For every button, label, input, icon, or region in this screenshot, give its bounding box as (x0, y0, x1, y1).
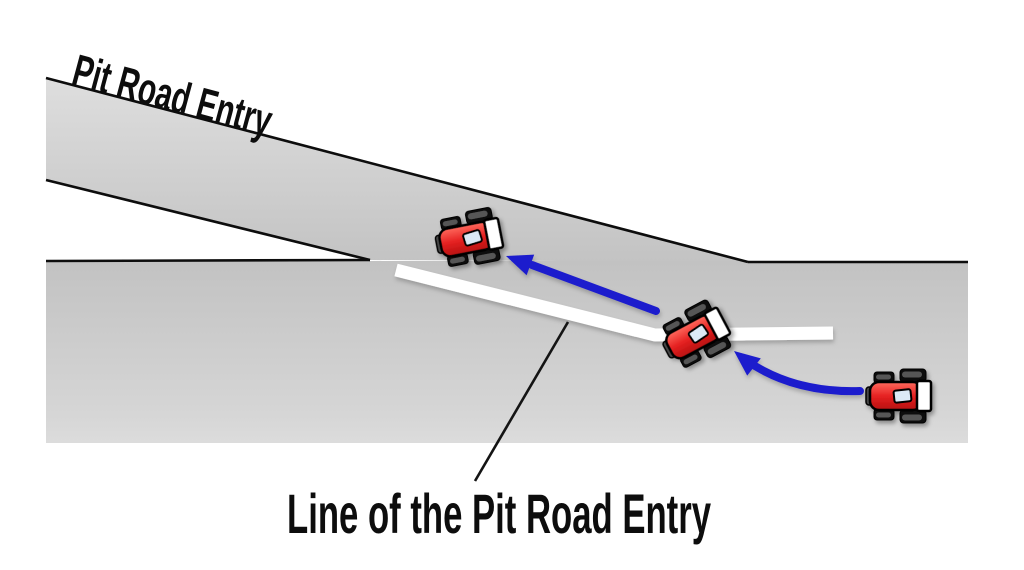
straight-path-arrowhead-icon (506, 254, 535, 276)
straight-path-arrow (528, 261, 660, 315)
pit-lane-top-edge (45, 76, 749, 264)
caption-pointer-line (473, 321, 570, 482)
car-path-arrows (506, 254, 864, 396)
pit-road-entry-line (394, 263, 834, 342)
main-track-lane (46, 261, 968, 443)
curved-path-arrowhead-icon (734, 351, 761, 376)
pit-lane-bottom-edge (45, 178, 371, 262)
track-top-edge-left (45, 258, 371, 263)
curved-path-arrow (751, 362, 864, 396)
entry-line-caption: Line of the Pit Road Entry (287, 482, 711, 545)
